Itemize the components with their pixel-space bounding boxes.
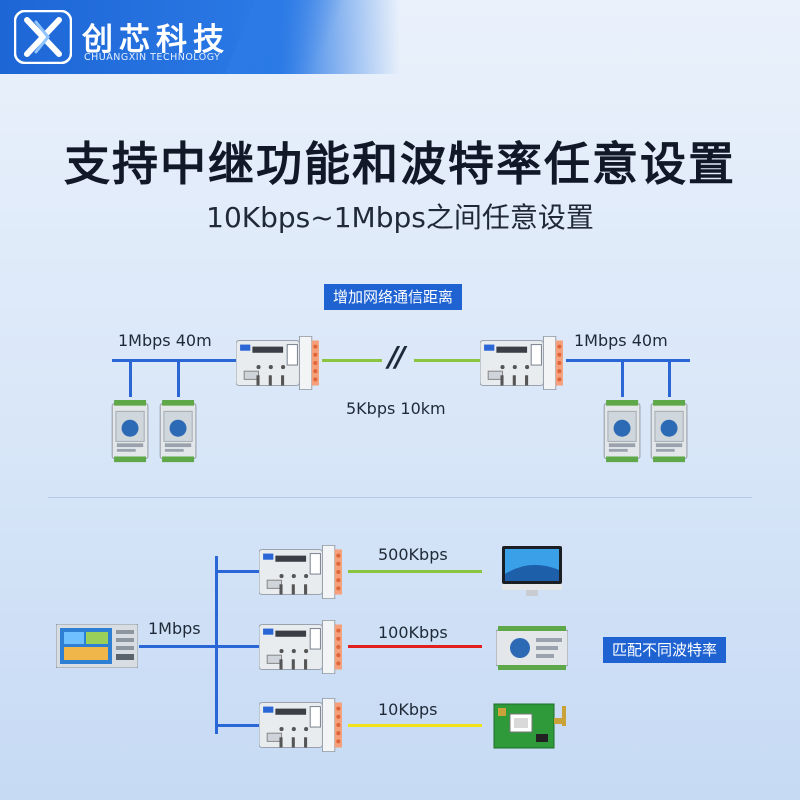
baud-match-tag: 匹配不同波特率 [603, 637, 727, 663]
source-bus-label: 1Mbps [148, 619, 201, 638]
right-bus-label: 1Mbps 40m [574, 331, 668, 350]
headline: 支持中继功能和波特率任意设置 [64, 137, 736, 191]
brand-subtitle: CHUANGXIN TECHNOLOGY [84, 52, 221, 63]
branch-baud-label: 500Kbps [378, 545, 448, 564]
monitor-icon [502, 546, 562, 596]
repeater-tag: 增加网络通信距离 [324, 284, 463, 310]
pcb-board-icon [493, 703, 566, 749]
vertical-backbone-line [215, 556, 218, 734]
usb-can-repeater-icon [236, 336, 320, 390]
usb-can-repeater-icon [480, 336, 564, 390]
right-bus-drop-line [668, 361, 671, 397]
usb-can-converter-icon [259, 545, 343, 599]
ican-module-icon [111, 400, 149, 463]
branch-baud-label: 10Kbps [378, 700, 438, 719]
branch-bus-line [217, 570, 259, 573]
distance-break-mark: // [388, 340, 406, 373]
ican-module-icon [603, 400, 641, 463]
ican-module-icon [496, 626, 568, 670]
left-bus-drop-line [129, 361, 132, 397]
ican-module-icon [650, 400, 688, 463]
hmi-panel-icon [56, 624, 138, 668]
branch-link-line-10k [348, 724, 482, 727]
branch-bus-line [217, 724, 259, 727]
branch-bus-line [217, 645, 259, 648]
long-link-line [414, 359, 480, 362]
right-bus-drop-line [621, 361, 624, 397]
section-divider [48, 497, 752, 498]
source-bus-line [139, 645, 219, 648]
brand-name: 创芯科技 [82, 22, 230, 58]
left-bus-drop-line [177, 361, 180, 397]
long-link-line [322, 359, 382, 362]
right-can-bus-line [566, 359, 690, 362]
branch-link-line-500k [348, 570, 482, 573]
long-link-label: 5Kbps 10km [346, 399, 446, 418]
usb-can-converter-icon [259, 620, 343, 674]
branch-baud-label: 100Kbps [378, 623, 448, 642]
branch-link-line-100k [348, 645, 482, 648]
ican-module-icon [159, 400, 197, 463]
subheadline: 10Kbps~1Mbps之间任意设置 [206, 201, 594, 234]
left-bus-label: 1Mbps 40m [118, 331, 212, 350]
usb-can-converter-icon [259, 698, 343, 752]
brand-logo-icon [14, 10, 72, 64]
left-can-bus-line [112, 359, 240, 362]
